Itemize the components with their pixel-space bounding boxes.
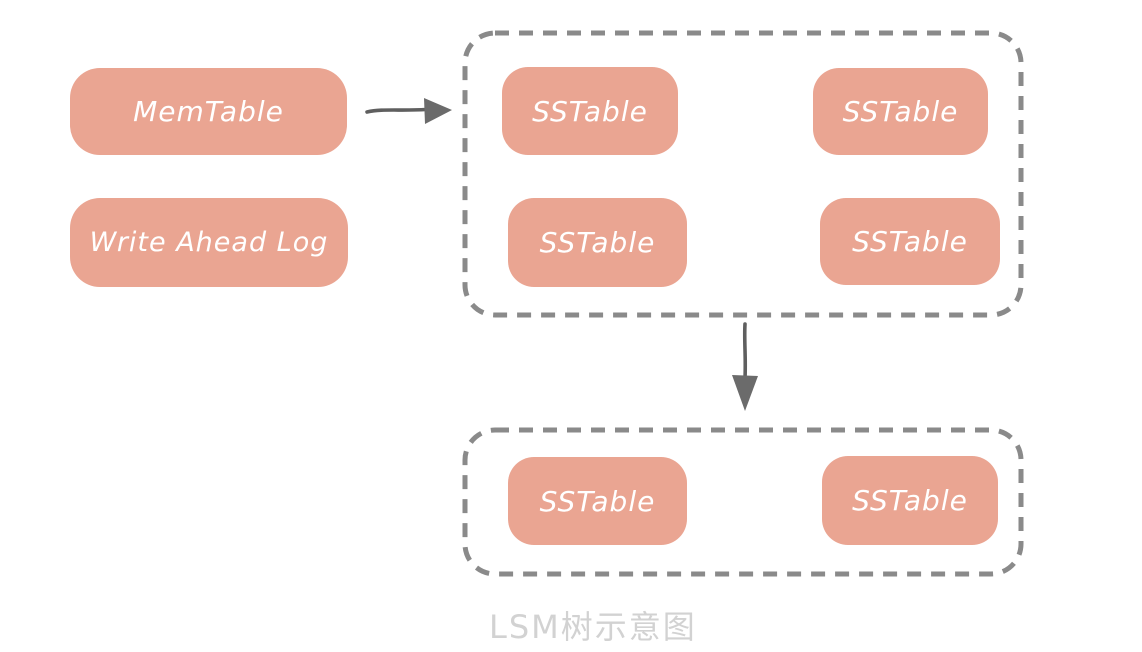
sstable-node: SSTable [813,68,988,155]
dashed-border [462,30,1024,318]
write-ahead-log-node: Write Ahead Log [70,198,348,287]
sstable-label: SSTable [539,484,656,518]
down-arrow-icon [728,321,762,414]
sstable-label: SSTable [852,225,968,258]
sstable-node: SSTable [508,457,687,545]
write-ahead-log-label: Write Ahead Log [89,227,329,258]
sstable-node: SSTable [822,456,998,545]
memtable-label: MemTable [133,95,284,128]
sstable-group-top: SSTable SSTable SSTable SSTable [462,30,1024,318]
right-arrow-icon [364,93,454,127]
sstable-node: SSTable [502,67,678,155]
dashed-border [462,427,1024,577]
sstable-label: SSTable [842,95,959,128]
sstable-label: SSTable [532,94,648,128]
memtable-node: MemTable [70,68,347,155]
sstable-node: SSTable [820,198,1000,285]
sstable-label: SSTable [852,484,968,517]
sstable-node: SSTable [508,198,687,287]
diagram-caption: LSM树示意图 [489,608,697,646]
sstable-group-bottom: SSTable SSTable [462,427,1024,577]
sstable-label: SSTable [539,226,656,259]
